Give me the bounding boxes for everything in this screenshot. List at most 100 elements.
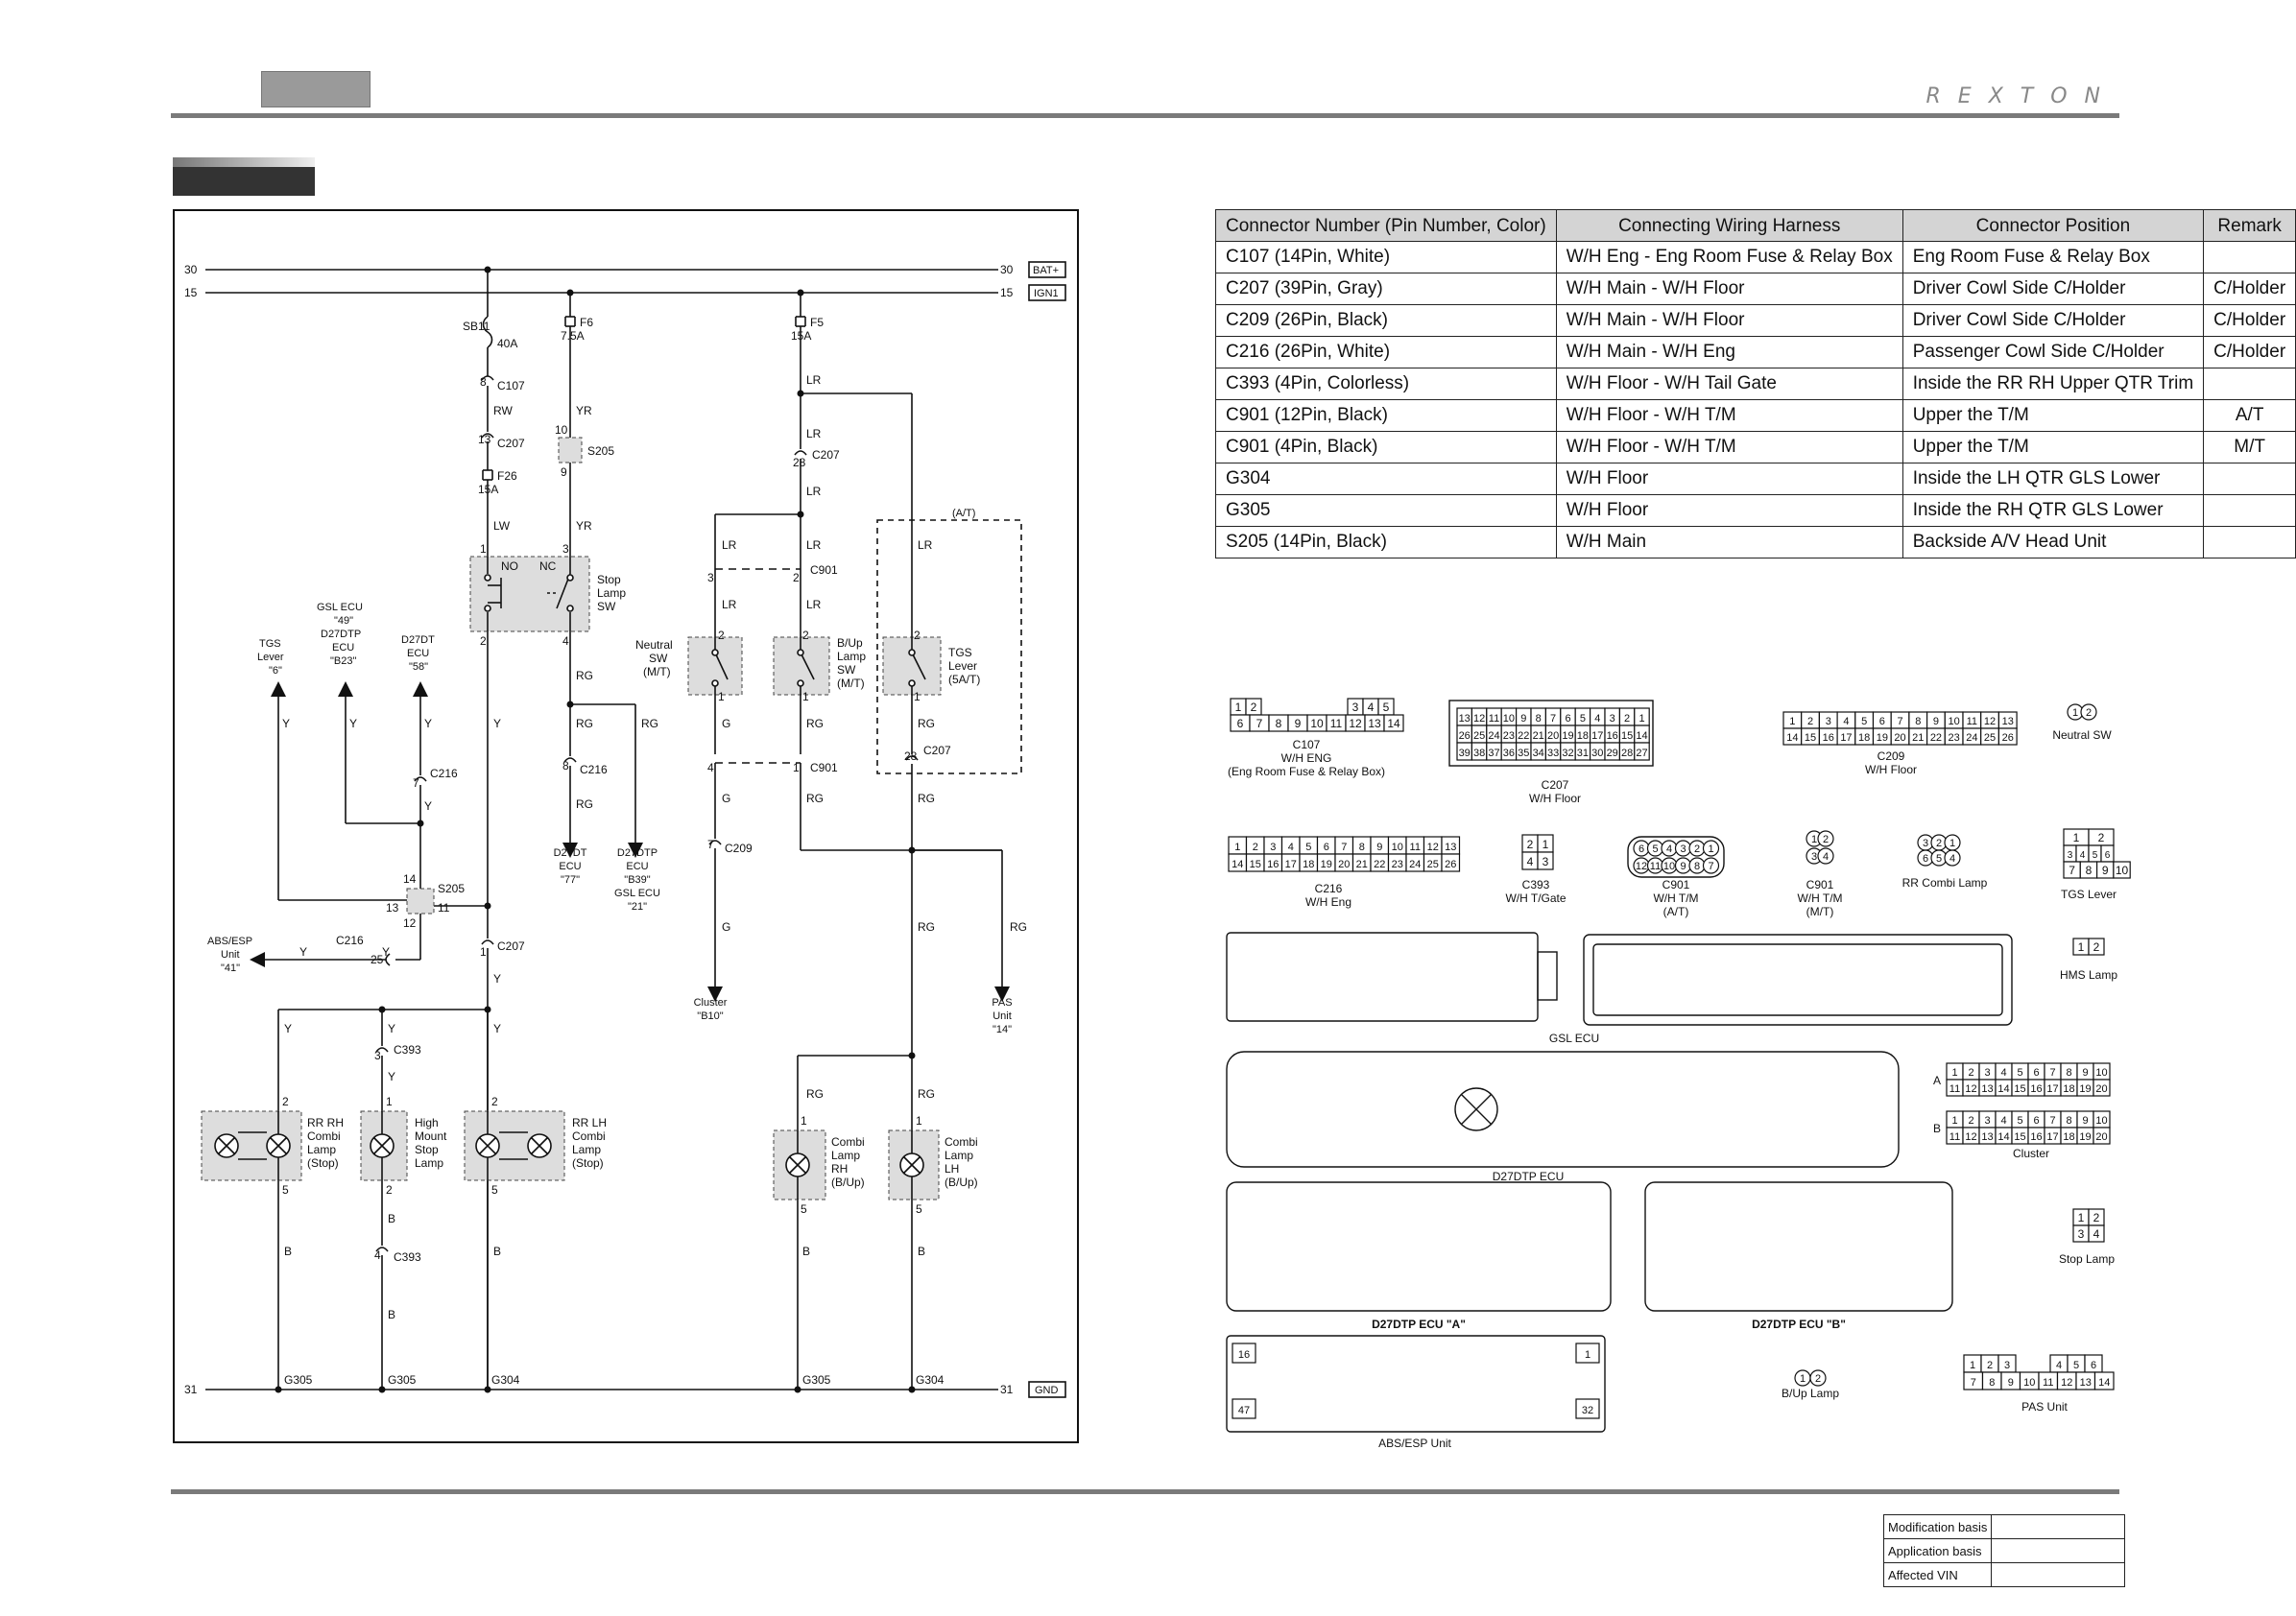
wire-rg-label-c: RG (641, 717, 658, 730)
cluster-pin: 20 (2095, 1083, 2107, 1095)
pin-1-hm: 1 (386, 1095, 393, 1108)
rail-31-label: 31 (184, 1383, 198, 1396)
c207-pin: 3 (1610, 713, 1615, 725)
cluster-pin: 9 (2082, 1115, 2088, 1127)
face-c216-t2: W/H Eng (1305, 895, 1351, 909)
pas-pin: 9 (2008, 1377, 2014, 1389)
connector-table-header: Connector Number (Pin Number, Color) Con… (1215, 209, 2296, 242)
c901a-pin-cell (1702, 857, 1720, 874)
hms-pin: 1 (2078, 940, 2085, 954)
pin-3-stop: 3 (562, 542, 569, 556)
dest-d27dt-3: "58" (409, 661, 428, 673)
wire-rg-label-l: RG (918, 1087, 935, 1101)
rail-15-label: 15 (184, 286, 198, 299)
c393-pin: 1 (1543, 838, 1549, 851)
ground-g304-a: G304 (491, 1373, 520, 1387)
c901m-pin: 1 (1811, 834, 1817, 845)
face-c209-t1: C209 (1877, 749, 1905, 763)
pin-1-c207: 1 (480, 945, 487, 959)
c207-pin: 11 (1489, 713, 1499, 725)
fuse-f5-label: F5 (810, 316, 824, 329)
dest-d27dt-2: ECU (407, 648, 429, 659)
c216-pin: 4 (1288, 842, 1294, 853)
pin-28-c207: 28 (793, 456, 806, 469)
c216-pin: 11 (1410, 842, 1421, 853)
wire-g-label-a: G (722, 717, 730, 730)
c107-pin: 5 (1383, 701, 1390, 714)
dest-e77-2: ECU (559, 861, 581, 872)
bup-sw-l1: B/Up (837, 636, 863, 650)
conn-c216-label-b: C216 (430, 767, 458, 780)
c216-pin: 19 (1321, 859, 1332, 870)
conn-c207-label-a: C207 (497, 437, 525, 450)
cell-remark (2203, 368, 2296, 400)
wire-y-label-a: Y (282, 717, 290, 730)
wire-rw-label: RW (493, 404, 513, 417)
c216-pin: 10 (1392, 842, 1403, 853)
c207-pin: 36 (1503, 748, 1515, 759)
face-cluster-a: A (1933, 1074, 1941, 1087)
abs-corner-cell (1575, 1398, 1600, 1419)
stop-sw-no: NO (501, 559, 518, 573)
tgs-pin: 6 (2105, 850, 2111, 861)
ground-g305-b: G305 (388, 1373, 417, 1387)
c107-pin: 2 (1251, 701, 1257, 714)
c209-pin: 12 (1984, 716, 1996, 727)
c207-pin: 12 (1473, 713, 1485, 725)
wire-lr-label-g: LR (722, 598, 737, 611)
wire-rg-label-e: RG (806, 717, 824, 730)
c216-pin: 24 (1409, 859, 1421, 870)
gnd-tag: GND (1035, 1385, 1059, 1396)
wire-y-label-h: Y (493, 972, 501, 986)
fuse-f6-label: F6 (580, 316, 593, 329)
c901a-pin: 12 (1636, 861, 1647, 872)
dest-e77-1: D27DT (554, 847, 587, 859)
c216-pin: 20 (1338, 859, 1350, 870)
c107-pin: 1 (1235, 701, 1242, 714)
cluster-pin: 11 (1949, 1131, 1960, 1143)
face-c107-t1: C107 (1293, 738, 1321, 751)
c107-pin: 10 (1310, 717, 1324, 730)
c901m-pin: 4 (1823, 851, 1829, 863)
conn-c216-label-c: C216 (336, 934, 364, 947)
wire-rg-label-d: RG (576, 797, 593, 811)
bup-sw-l2: Lamp (837, 650, 866, 663)
stoplamp-pin: 4 (2093, 1227, 2100, 1241)
cluster-pin: 17 (2046, 1083, 2058, 1095)
conn-c207-label-b: C207 (812, 448, 840, 462)
c216-pin: 23 (1392, 859, 1403, 870)
cluster-pin: 13 (1981, 1083, 1993, 1095)
cluster-pin: 6 (2033, 1067, 2039, 1079)
wire-rg-label-h: RG (918, 792, 935, 805)
pin-2-rrlh: 2 (491, 1095, 498, 1108)
lamp-clh-1: Combi (945, 1135, 978, 1149)
c209-pin: 5 (1861, 716, 1867, 727)
c209-pin: 17 (1840, 732, 1852, 744)
dest-abs-1: ABS/ESP (207, 936, 252, 947)
neutral-pin: 2 (2086, 707, 2092, 719)
dest-pas-1: PAS (992, 997, 1012, 1009)
c207-pin: 29 (1607, 748, 1618, 759)
c207-pin: 9 (1520, 713, 1526, 725)
cluster-pin: 3 (1984, 1115, 1990, 1127)
face-abs-t: ABS/ESP Unit (1378, 1437, 1451, 1450)
c107-pin: 3 (1352, 701, 1359, 714)
hms-pin: 2 (2093, 940, 2100, 954)
c107-pin: 12 (1349, 717, 1362, 730)
brand-logo: REXTON (1925, 84, 2117, 108)
wire-g-label-c: G (722, 920, 730, 934)
c209-pin: 14 (1786, 732, 1798, 744)
lamp-rrrh-2: Combi (307, 1129, 341, 1143)
pin-2-tgs: 2 (914, 629, 921, 642)
c207-pin: 32 (1562, 748, 1573, 759)
c207-pin: 23 (1503, 730, 1515, 742)
abs-corner-pin: 47 (1238, 1405, 1250, 1416)
dest-e77-3: "77" (561, 874, 580, 886)
c209-pin: 19 (1877, 732, 1888, 744)
dest-gsl-4: ECU (332, 642, 354, 654)
dest-d27dt-1: D27DT (401, 634, 435, 646)
pin-1-crh: 1 (801, 1114, 807, 1128)
c207-pin: 25 (1473, 730, 1485, 742)
cell-harness: W/H Floor (1555, 494, 1903, 527)
